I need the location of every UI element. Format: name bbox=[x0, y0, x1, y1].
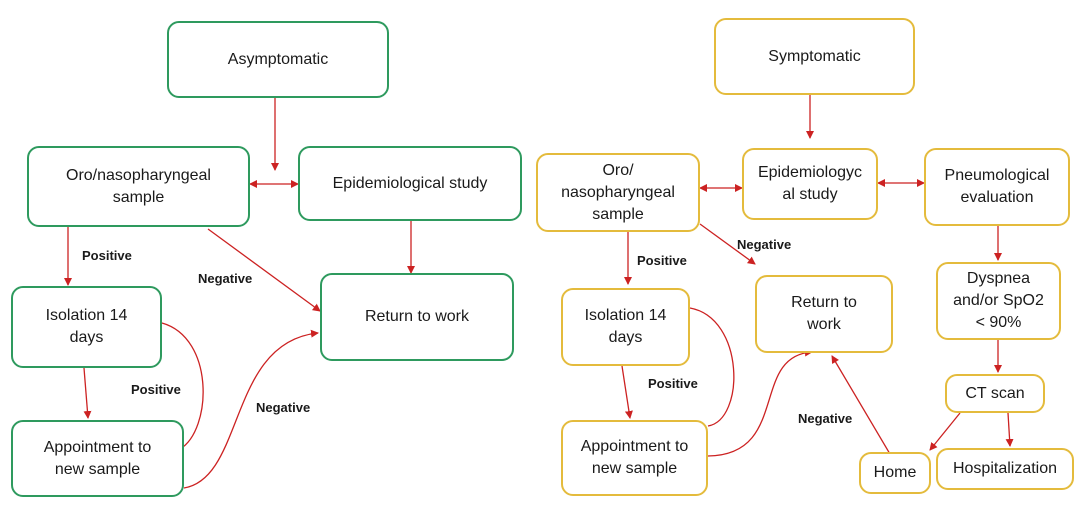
positive-label-4: Positive bbox=[648, 376, 698, 391]
epidemiological-study-node-right: Epidemiologyc al study bbox=[742, 148, 878, 220]
return-to-work-node: Return to work bbox=[320, 273, 514, 361]
arrow-appointment-return-right bbox=[707, 348, 813, 457]
positive-label-3: Positive bbox=[637, 253, 687, 268]
dyspnea-spo2-node: Dyspnea and/or SpO2 < 90% bbox=[936, 262, 1061, 340]
positive-label-1: Positive bbox=[82, 248, 132, 263]
arrow-ct-home bbox=[929, 412, 961, 451]
arrow-appointment-return-left bbox=[183, 329, 319, 489]
negative-label-1: Negative bbox=[198, 271, 253, 286]
negative-label-3: Negative bbox=[737, 237, 792, 252]
arrow-isolation-appointment-right bbox=[621, 365, 633, 419]
negative-label-4: Negative bbox=[798, 411, 853, 426]
pneumological-evaluation-node: Pneumological evaluation bbox=[924, 148, 1070, 226]
symptomatic-node: Symptomatic bbox=[714, 18, 915, 95]
arrow-ct-hospital bbox=[1005, 412, 1014, 447]
home-node: Home bbox=[859, 452, 931, 494]
oro-nasopharyngeal-sample-node: Oro/nasopharyngeal sample bbox=[27, 146, 250, 227]
arrow-isolation-appointment-left bbox=[83, 367, 92, 419]
isolation-14-days-node: Isolation 14 days bbox=[11, 286, 162, 368]
asymptomatic-node: Asymptomatic bbox=[167, 21, 389, 98]
negative-label-2: Negative bbox=[256, 400, 311, 415]
appointment-new-sample-node: Appointment to new sample bbox=[11, 420, 184, 497]
isolation-14-days-node-right: Isolation 14 days bbox=[561, 288, 690, 366]
arrow-home-return bbox=[831, 355, 891, 455]
appointment-new-sample-node-right: Appointment to new sample bbox=[561, 420, 708, 496]
arrow-sample-return-left bbox=[207, 228, 321, 312]
return-to-work-node-right: Return to work bbox=[755, 275, 893, 353]
epidemiological-study-node: Epidemiological study bbox=[298, 146, 522, 221]
arrow-sample-return-right bbox=[699, 223, 756, 265]
hospitalization-node: Hospitalization bbox=[936, 448, 1074, 490]
ct-scan-node: CT scan bbox=[945, 374, 1045, 413]
arrow-isolation-loop-right bbox=[689, 307, 735, 427]
oro-nasopharyngeal-sample-node-right: Oro/ nasopharyngeal sample bbox=[536, 153, 700, 232]
arrow-isolation-loop-left bbox=[161, 322, 204, 450]
positive-label-2: Positive bbox=[131, 382, 181, 397]
